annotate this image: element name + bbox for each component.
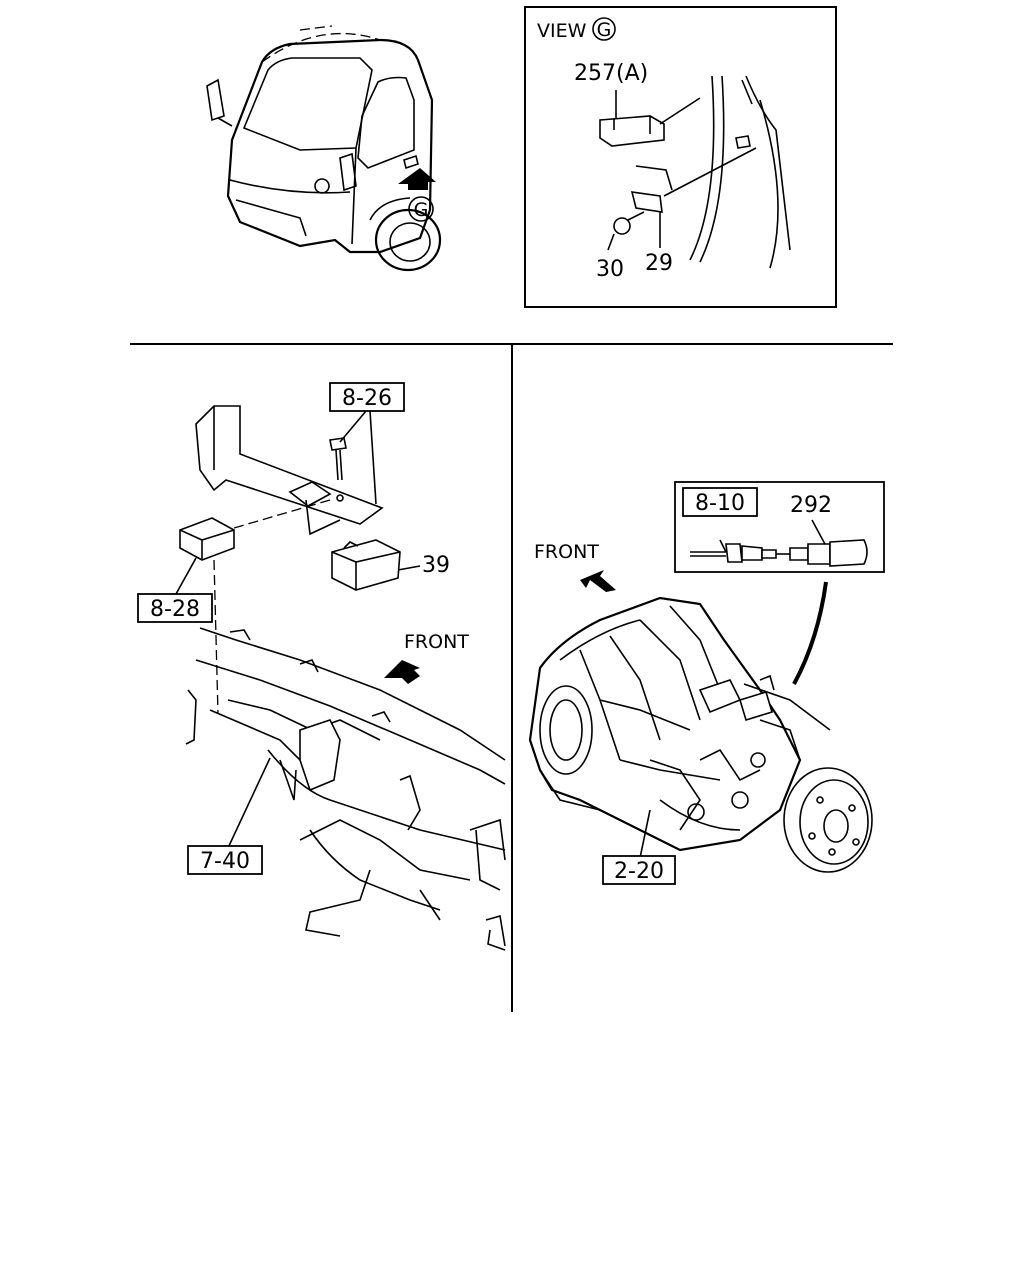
ref-8-28: 8-28	[150, 597, 200, 622]
callout-29: 29	[645, 251, 673, 276]
ref-8-26: 8-26	[342, 386, 392, 411]
front-label-right: FRONT	[534, 541, 599, 563]
view-title: VIEW	[537, 20, 587, 42]
front-label-left: FRONT	[404, 631, 469, 653]
ref-8-10: 8-10	[695, 491, 745, 516]
callout-30: 30	[596, 257, 624, 282]
callout-292: 292	[790, 493, 832, 518]
view-letter: G	[597, 19, 612, 41]
ref-2-20: 2-20	[614, 859, 664, 884]
callout-257a: 257(A)	[574, 61, 648, 86]
left-panel-illustration: 8-26 8-28 39 FRONT	[137, 382, 506, 951]
callout-39: 39	[422, 553, 450, 578]
right-panel-illustration: 8-10 292 FRONT	[528, 481, 885, 885]
truck-view-marker: G	[414, 199, 429, 221]
ref-7-40: 7-40	[200, 849, 250, 874]
truck-cab-illustration: G	[206, 25, 442, 272]
view-g-box: VIEW G 257(A) 29 30	[524, 6, 837, 308]
